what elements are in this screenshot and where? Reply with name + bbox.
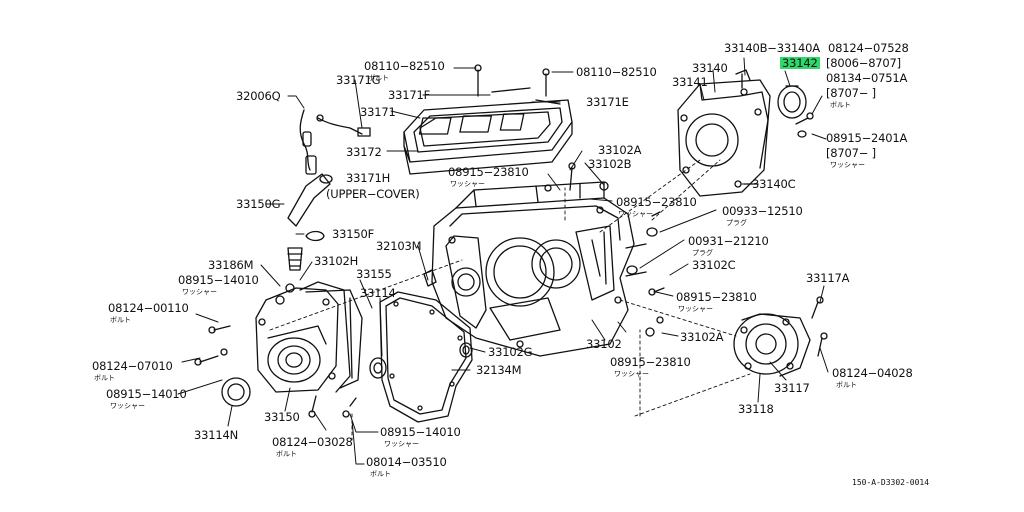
- part-label-33102a-mid: 33102A: [680, 330, 724, 344]
- front-housing-part: [255, 281, 351, 393]
- part-note-bolt: ボルト: [110, 316, 131, 324]
- part-label-33141: 33141: [672, 75, 708, 89]
- driven-gear-part: [287, 247, 303, 271]
- part-label-33150g: 33150G: [236, 197, 281, 211]
- circlip-part: [305, 230, 325, 242]
- part-label-range-8707-b: [8707− ]: [826, 146, 876, 160]
- part-note-plug: プラグ: [726, 219, 747, 227]
- part-label-08915-2401a: 08915−2401A: [826, 131, 908, 145]
- front-gasket-part: [305, 289, 363, 389]
- front-bolts: [194, 283, 357, 418]
- front-oil-seal-part: [221, 377, 251, 407]
- part-label-33171e: 33171E: [586, 95, 629, 109]
- part-label-33140b-33140a: 33140B−33140A: [724, 41, 820, 55]
- part-label-33102c: 33102C: [692, 258, 736, 272]
- part-note-bolt: ボルト: [836, 381, 857, 389]
- part-label-08110-82510-upper-left: 08110−82510: [364, 59, 445, 73]
- part-label-33150: 33150: [264, 410, 300, 424]
- part-note-washer: ワッシャー: [618, 210, 653, 218]
- part-label-08915-23810-d: 08915−23810: [610, 355, 691, 369]
- part-label-32006q: 32006Q: [236, 89, 281, 103]
- part-label-33114: 33114: [360, 286, 396, 300]
- part-label-33102: 33102: [586, 337, 622, 351]
- part-label-33150f: 33150F: [332, 227, 374, 241]
- case-fittings: [423, 162, 665, 337]
- part-label-range-8006-8707: [8006−8707]: [826, 56, 901, 70]
- part-note-washer: ワッシャー: [830, 161, 865, 169]
- part-note-bolt: ボルト: [94, 374, 115, 382]
- part-note-washer: ワッシャー: [450, 180, 485, 188]
- part-label-33172: 33172: [346, 145, 382, 159]
- speedometer-sleeve-part: [287, 173, 333, 227]
- part-label-33155: 33155: [356, 267, 392, 281]
- part-label-00931-21210: 00931−21210: [688, 234, 769, 248]
- part-label-32103m: 32103M: [376, 239, 422, 253]
- part-label-08124-00110: 08124−00110: [108, 301, 189, 315]
- part-label-08110-82510-upper-right: 08110−82510: [576, 65, 657, 79]
- rear-cover-bolts: [811, 296, 828, 357]
- part-label-upper-cover: (UPPER−COVER): [326, 187, 420, 201]
- part-label-33117: 33117: [774, 381, 810, 395]
- part-note-washer: ワッシャー: [182, 288, 217, 296]
- part-label-33171h: 33171H: [346, 171, 391, 185]
- part-label-08124-07528: 08124−07528: [828, 41, 909, 55]
- part-label-08915-23810-c: 08915−23810: [676, 290, 757, 304]
- part-note-bolt: ボルト: [276, 450, 297, 458]
- part-label-33140: 33140: [692, 61, 728, 75]
- part-label-33102b: 33102B: [588, 157, 632, 171]
- extension-bolts: [743, 112, 814, 185]
- extension-housing-part: [677, 69, 771, 197]
- part-note-bolt: ボルト: [830, 101, 851, 109]
- part-note-washer: ワッシャー: [110, 402, 145, 410]
- part-label-08124-04028: 08124−04028: [832, 366, 913, 380]
- part-label-33171f: 33171F: [388, 88, 430, 102]
- part-label-08124-03028: 08124−03028: [272, 435, 353, 449]
- case-gasket-part: [379, 291, 473, 423]
- part-label-33142-highlighted[interactable]: 33142: [780, 56, 820, 70]
- rear-cover-part: [733, 313, 811, 377]
- part-label-08014-03510: 08014−03510: [366, 455, 447, 469]
- part-label-33102a-top: 33102A: [598, 143, 642, 157]
- part-label-33114n: 33114N: [194, 428, 238, 442]
- part-label-00933-12510: 00933−12510: [722, 204, 803, 218]
- part-label-08915-14010-b: 08915−14010: [106, 387, 187, 401]
- part-note-bolt: ボルト: [370, 470, 391, 478]
- part-label-33118: 33118: [738, 402, 774, 416]
- part-label-08915-23810-b: 08915−23810: [616, 195, 697, 209]
- part-note-plug: プラグ: [692, 249, 713, 257]
- oil-seal-part: [777, 85, 807, 119]
- part-label-08134-0751a: 08134−0751A: [826, 71, 908, 85]
- part-label-32134m: 32134M: [476, 363, 522, 377]
- part-note-washer: ワッシャー: [678, 305, 713, 313]
- part-note-bolt: ボルト: [368, 74, 389, 82]
- part-note-washer: ワッシャー: [614, 370, 649, 378]
- part-label-08124-07010: 08124−07010: [92, 359, 173, 373]
- case-seal-part: [369, 342, 473, 379]
- transmission-case-part: [431, 181, 647, 357]
- part-label-08915-23810-a: 08915−23810: [448, 165, 529, 179]
- part-label-33171: 33171: [360, 105, 396, 119]
- part-label-33102h: 33102H: [314, 254, 359, 268]
- part-label-08915-14010-c: 08915−14010: [380, 425, 461, 439]
- part-label-33102g: 33102G: [488, 345, 533, 359]
- part-label-33171g: 33171G: [336, 73, 381, 87]
- part-label-33186m: 33186M: [208, 258, 254, 272]
- part-label-range-8707-a: [8707− ]: [826, 86, 876, 100]
- part-label-33140c: 33140C: [752, 177, 796, 191]
- upper-cover-part: [403, 64, 573, 175]
- part-label-08915-14010-a: 08915−14010: [178, 273, 259, 287]
- part-note-washer: ワッシャー: [384, 440, 419, 448]
- part-label-33117a: 33117A: [806, 271, 850, 285]
- diagram-code: 150-A-D3302-0014: [852, 478, 930, 487]
- sensor-harness-part: [299, 109, 371, 175]
